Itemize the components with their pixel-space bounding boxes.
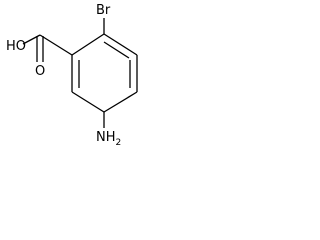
amino-nh-text: NH bbox=[96, 130, 116, 145]
ring-bond-c6-c1 bbox=[103, 33, 138, 56]
bond-ring-to-carboxyl-carbon bbox=[39, 34, 73, 56]
ring-bond-c4-c5 bbox=[103, 91, 138, 113]
bromine-label: Br bbox=[96, 3, 111, 18]
hydroxyl-label: HO bbox=[6, 39, 26, 54]
ring-bond-c3-c4 bbox=[71, 91, 105, 113]
amino-label: NH2 bbox=[96, 130, 121, 148]
carboxylic-acid-group: HO O bbox=[6, 34, 73, 79]
amino-group: NH2 bbox=[96, 112, 121, 148]
ring-double-bond-inner-1 bbox=[103, 41, 130, 59]
benzene-ring bbox=[71, 33, 138, 113]
amino-subscript: 2 bbox=[116, 138, 122, 148]
chemical-structure-diagram: Br HO O NH2 bbox=[6, 3, 138, 148]
carbonyl-oxygen-label: O bbox=[35, 64, 45, 79]
ring-bond-c1-c2 bbox=[71, 33, 105, 56]
